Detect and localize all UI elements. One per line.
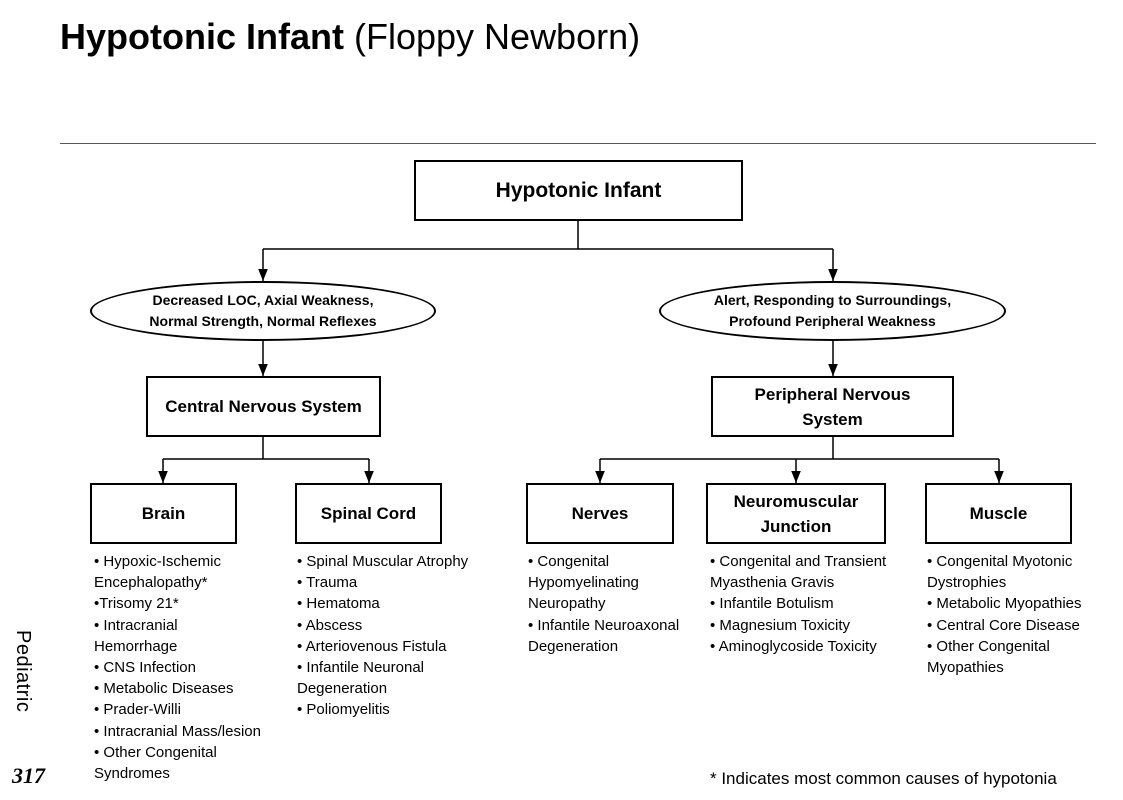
muscle-label: Muscle: [969, 503, 1028, 523]
list-item: • Congenital: [528, 553, 610, 570]
title-subtitle: (Floppy Newborn): [354, 16, 641, 57]
section-side-label: Pediatric: [12, 630, 34, 713]
list-item: • Other Congenital: [927, 637, 1050, 655]
nmj-label-line-1: Neuromuscular: [733, 491, 859, 511]
brain-node: Brain: [90, 483, 237, 544]
page-number: 317: [12, 763, 45, 788]
spinal-cord-label: Spinal Cord: [320, 503, 417, 523]
list-item: • Congenital and Transient: [710, 553, 887, 570]
muscle-causes-list: • Congenital Myotonic Dystrophies • Meta…: [927, 551, 1082, 678]
list-item: Degeneration: [528, 637, 619, 655]
pns-node: Peripheral Nervous System: [711, 376, 954, 437]
list-item: • Infantile Botulism: [710, 595, 834, 613]
list-item: Encephalopathy*: [94, 574, 208, 592]
muscle-node: Muscle: [925, 483, 1072, 544]
list-item: • Metabolic Myopathies: [927, 595, 1082, 613]
brain-causes-list: • Hypoxic-Ischemic Encephalopathy* •Tris…: [94, 551, 261, 784]
list-item: Hypomyelinating: [528, 574, 639, 592]
left-criteria-line-2: Normal Strength, Normal Reflexes: [149, 313, 377, 329]
list-item: • Hypoxic-Ischemic: [94, 553, 221, 570]
footnote: * Indicates most common causes of hypoto…: [710, 769, 1057, 788]
list-item: • Poliomyelitis: [297, 701, 390, 719]
list-item: Syndromes: [94, 765, 170, 783]
brain-label: Brain: [141, 503, 186, 523]
nerves-label: Nerves: [571, 503, 629, 523]
list-item: • Arteriovenous Fistula: [297, 637, 447, 655]
pns-label-line-2: System: [802, 409, 863, 429]
right-criteria-line-2: Profound Peripheral Weakness: [729, 313, 936, 329]
list-item: • Magnesium Toxicity: [710, 616, 851, 634]
title-divider: [60, 143, 1096, 144]
list-item: • Hematoma: [297, 595, 380, 613]
list-item: • Metabolic Diseases: [94, 680, 234, 698]
cns-label: Central Nervous System: [165, 396, 362, 416]
list-item: • Spinal Muscular Atrophy: [297, 553, 469, 570]
nerves-node: Nerves: [526, 483, 674, 544]
list-item: Neuropathy: [528, 595, 606, 613]
list-item: Myasthenia Gravis: [710, 574, 835, 592]
title-main: Hypotonic Infant: [60, 16, 344, 57]
list-item: • Other Congenital: [94, 743, 217, 761]
root-node: Hypotonic Infant: [414, 160, 743, 221]
list-item: • Aminoglycoside Toxicity: [710, 637, 877, 655]
pns-label-line-1: Peripheral Nervous: [754, 384, 911, 404]
list-item: • CNS Infection: [94, 659, 196, 677]
nmj-causes-list: • Congenital and Transient Myasthenia Gr…: [710, 551, 886, 657]
list-item: • Intracranial: [94, 616, 178, 634]
spinal-cord-node: Spinal Cord: [295, 483, 442, 544]
list-item: • Infantile Neuroaxonal: [528, 616, 680, 634]
list-item: •Trisomy 21*: [94, 595, 179, 613]
list-item: Degeneration: [297, 680, 388, 698]
left-criteria-oval: Decreased LOC, Axial Weakness, Normal St…: [90, 281, 436, 341]
page-title: Hypotonic Infant (Floppy Newborn): [60, 16, 640, 58]
list-item: Dystrophies: [927, 574, 1007, 592]
left-criteria-line-1: Decreased LOC, Axial Weakness,: [152, 292, 374, 308]
right-criteria-oval: Alert, Responding to Surroundings, Profo…: [659, 281, 1006, 341]
right-criteria-line-1: Alert, Responding to Surroundings,: [713, 292, 952, 308]
nmj-label-line-2: Junction: [760, 516, 832, 536]
list-item: • Intracranial Mass/lesion: [94, 722, 261, 740]
nmj-node: Neuromuscular Junction: [706, 483, 886, 544]
list-item: Hemorrhage: [94, 637, 178, 655]
list-item: • Central Core Disease: [927, 616, 1080, 634]
root-label: Hypotonic Infant: [495, 178, 662, 202]
list-item: • Prader-Willi: [94, 701, 181, 719]
cns-node: Central Nervous System: [146, 376, 381, 437]
list-item: • Infantile Neuronal: [297, 659, 424, 677]
spinal-cord-causes-list: • Spinal Muscular Atrophy • Trauma • Hem…: [297, 551, 468, 721]
list-item: • Abscess: [297, 616, 363, 634]
list-item: • Congenital Myotonic: [927, 553, 1073, 570]
list-item: Myopathies: [927, 659, 1004, 677]
list-item: • Trauma: [297, 574, 358, 592]
nerves-causes-list: • Congenital Hypomyelinating Neuropathy …: [528, 551, 679, 657]
